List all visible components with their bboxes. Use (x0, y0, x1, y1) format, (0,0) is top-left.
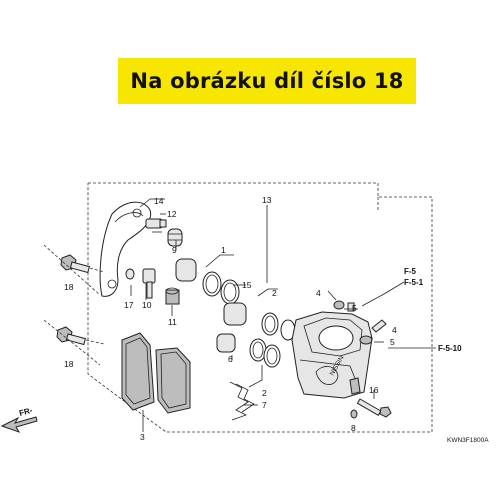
callout-10: 10 (142, 300, 152, 310)
bracket-part (99, 201, 167, 297)
bolt-small-parts (125, 268, 180, 305)
callout-4-upper: 4 (316, 288, 321, 298)
diagram-code: KWN3F1800A (447, 437, 489, 444)
bolt-lower (56, 326, 105, 346)
callout-3: 3 (140, 432, 145, 442)
callout-17: 17 (124, 300, 134, 310)
caliper-body: NISSIN (291, 311, 373, 399)
reference-leaders (361, 281, 436, 349)
callout-18-lower: 18 (64, 359, 74, 369)
callout-labels: 1 2 2 3 4 4 5 5 6 7 8 9 10 11 12 13 14 1… (64, 195, 397, 442)
banner-text: Na obrázku díl číslo 18 (130, 69, 404, 93)
callout-8: 8 (351, 423, 356, 433)
caliper-bolt-lower (350, 390, 392, 419)
ref-f510: F-5-10 (438, 344, 462, 353)
pin-bolt-part (160, 213, 183, 247)
callout-7: 7 (262, 400, 267, 410)
callout-5-upper: 5 (352, 303, 357, 313)
assembly-frame (87, 182, 433, 433)
callout-11: 11 (168, 317, 177, 327)
part-number-banner: Na obrázku díl číslo 18 (118, 58, 416, 104)
callout-2-upper: 2 (272, 288, 277, 298)
leader-lines (130, 205, 278, 432)
callout-6: 6 (228, 354, 233, 364)
callout-4-lower: 4 (392, 325, 397, 335)
bolt-upper (60, 254, 105, 274)
callout-16: 16 (369, 385, 379, 395)
callout-9: 9 (172, 245, 177, 255)
piston-seals (175, 258, 296, 368)
ref-f5: F-5 (404, 267, 417, 276)
callout-13: 13 (262, 195, 272, 205)
callout-14: 14 (154, 196, 164, 206)
front-direction-arrow: FR- (0, 406, 38, 433)
reference-labels: F-5 F-5-1 F-5-10 KWN3F1800A (404, 267, 489, 444)
brake-pads (121, 332, 191, 414)
front-label: FR- (18, 406, 34, 418)
ref-f51: F-5-1 (404, 278, 424, 287)
pad-spring (229, 381, 255, 421)
callout-12: 12 (167, 209, 177, 219)
callout-18-upper: 18 (64, 282, 74, 292)
caliper-fittings (327, 290, 387, 345)
callout-15: 15 (242, 280, 252, 290)
callout-1: 1 (221, 245, 226, 255)
callout-5-lower: 5 (390, 337, 395, 347)
callout-2-lower: 2 (262, 388, 267, 398)
